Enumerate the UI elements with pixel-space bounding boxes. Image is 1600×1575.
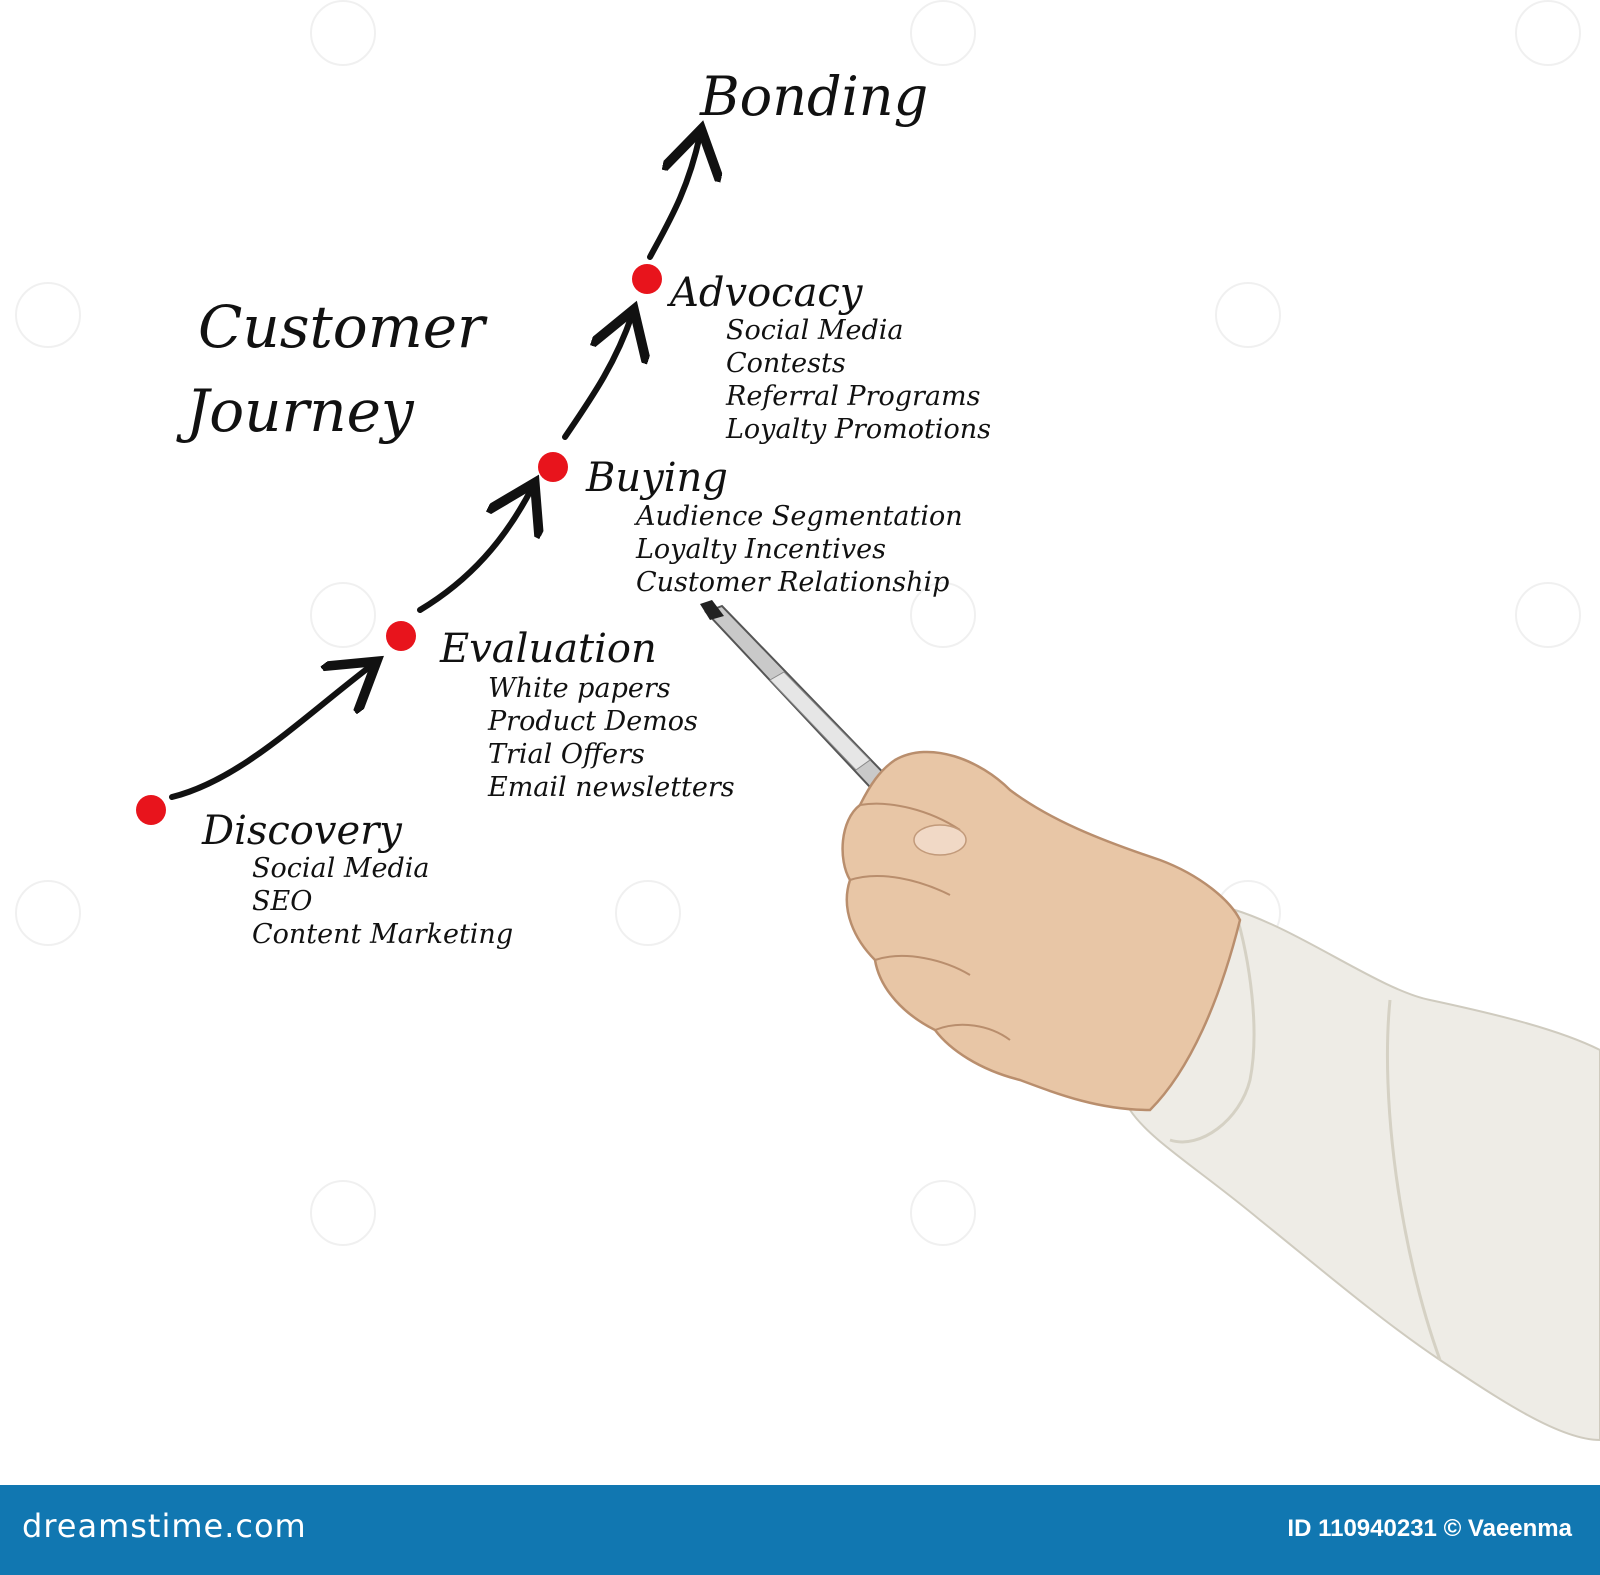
- stage-item: White papers: [488, 673, 671, 704]
- watermark-mark: [910, 582, 976, 648]
- stage-item: Trial Offers: [488, 739, 645, 770]
- stage-item: Email newsletters: [488, 772, 735, 803]
- stock-footer-bar: dreamstime.com ID 110940231 © Vaeenma: [0, 1485, 1600, 1575]
- final-stage-label: Bonding: [700, 65, 929, 128]
- stage-marker-buying: [538, 452, 568, 482]
- stage-item: Referral Programs: [726, 381, 981, 412]
- watermark-mark: [615, 880, 681, 946]
- stage-title-discovery: Discovery: [202, 808, 402, 854]
- watermark-mark: [15, 282, 81, 348]
- watermark-mark: [310, 582, 376, 648]
- watermark-mark: [310, 1180, 376, 1246]
- stage-item: Customer Relationship: [636, 567, 950, 598]
- arrow-evaluation-to-buying: [417, 488, 532, 613]
- arrow-buying-to-advocacy: [562, 315, 632, 440]
- watermark-mark: [15, 880, 81, 946]
- stage-marker-advocacy: [632, 264, 662, 294]
- journey-arrows: [169, 0, 1600, 800]
- stage-marker-evaluation: [386, 621, 416, 651]
- stage-marker-discovery: [136, 795, 166, 825]
- stage-item: Loyalty Promotions: [726, 414, 992, 445]
- diagram-title-line-1: Customer: [198, 293, 485, 361]
- dreamstime-logo: dreamstime.com: [22, 1507, 307, 1545]
- watermark-mark: [1515, 582, 1581, 648]
- arrow-discovery-to-evaluation: [169, 665, 372, 800]
- arrow-advocacy-to-bonding: [647, 135, 700, 260]
- watermark-mark: [910, 1180, 976, 1246]
- hand-with-pen-illustration: [700, 600, 1600, 1442]
- stage-title-evaluation: Evaluation: [440, 626, 657, 672]
- diagram-title-line-2: Journey: [186, 377, 414, 445]
- stage-title-buying: Buying: [586, 455, 728, 501]
- image-id-credit: ID 110940231 © Vaeenma: [1287, 1515, 1572, 1542]
- diagram-canvas: Customer Journey Bonding Discovery Socia…: [15, 0, 1600, 1442]
- watermark-mark: [310, 0, 376, 66]
- hand: [841, 750, 1242, 1112]
- stage-item: Social Media: [252, 853, 430, 884]
- watermark-mark: [910, 0, 976, 66]
- stage-item: Contests: [726, 348, 846, 379]
- watermark-mark: [1215, 282, 1281, 348]
- stage-item: Content Marketing: [252, 919, 514, 950]
- watermark-mark: [1515, 0, 1581, 66]
- stage-item: SEO: [252, 886, 313, 917]
- stage-title-advocacy: Advocacy: [670, 270, 863, 316]
- stage-item: Audience Segmentation: [636, 501, 963, 532]
- stage-item: Product Demos: [488, 706, 698, 737]
- stage-item: Social Media: [726, 315, 904, 346]
- stage-item: Loyalty Incentives: [636, 534, 886, 565]
